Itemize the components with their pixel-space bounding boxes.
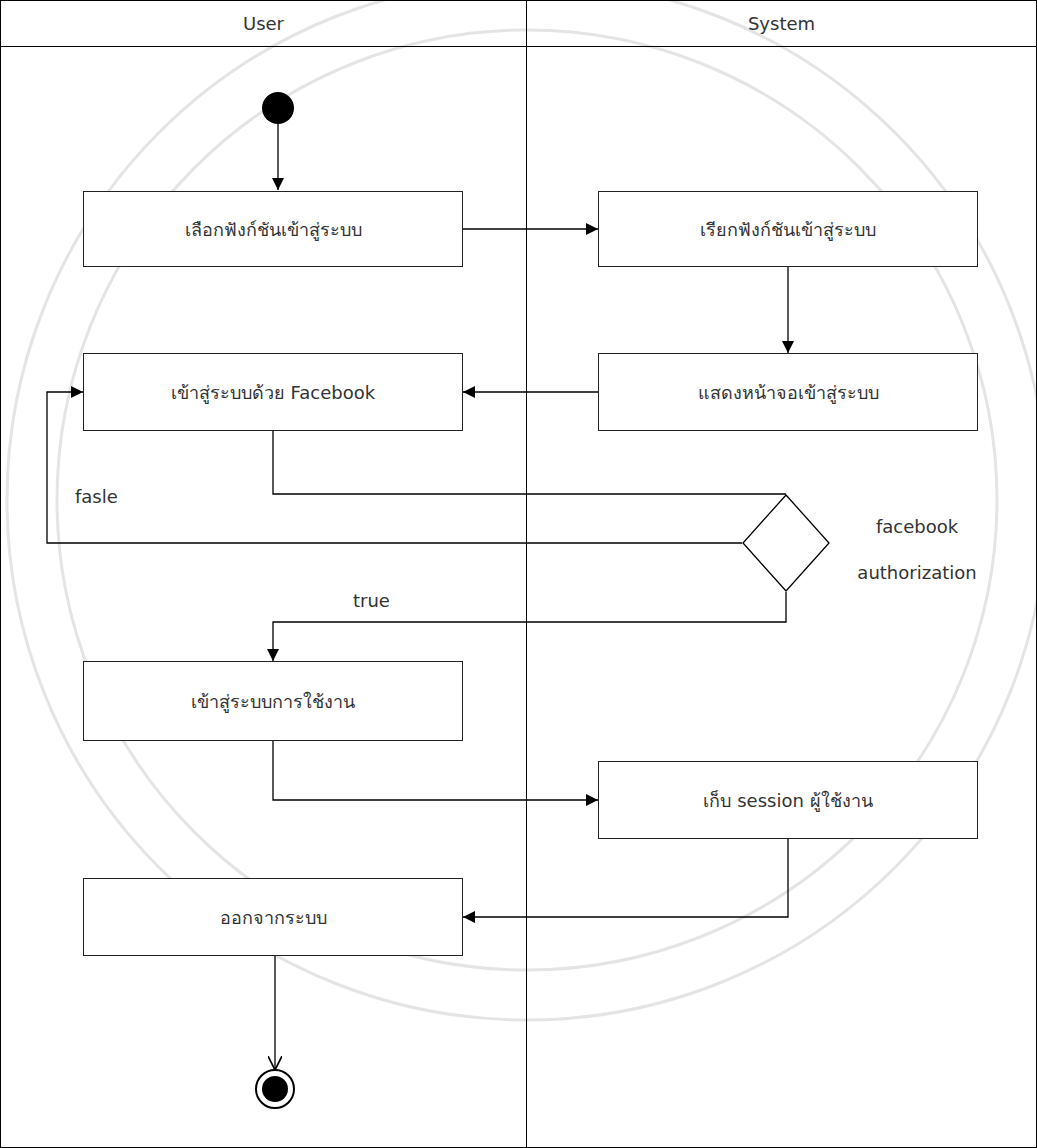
- control-flow: [463, 228, 598, 229]
- decision-label: facebook authorization: [842, 504, 992, 596]
- swimlane: System เรียกฟังก์ชันเข้าสู่ระบบแสดงหน้าจอ…: [526, 0, 1037, 1148]
- start-node: [262, 92, 294, 124]
- lane-header: System: [527, 1, 1036, 47]
- control-flow: [273, 741, 598, 800]
- lane-title: User: [243, 13, 284, 34]
- control-flow: [787, 267, 788, 353]
- activity-label: เข้าสู่ระบบการใช้งาน: [191, 687, 355, 716]
- control-flow: [273, 431, 786, 494]
- control-flow: [273, 592, 786, 661]
- activity-label: ออกจากระบบ: [220, 903, 327, 932]
- activity-label: เรียกฟังก์ชันเข้าสู่ระบบ: [700, 215, 876, 244]
- end-node-core: [262, 1076, 288, 1102]
- start-flow: [277, 124, 278, 190]
- activity-box: เข้าสู่ระบบด้วย Facebook: [83, 353, 463, 431]
- decision-diamond: facebook authorization: [742, 494, 830, 592]
- lane-title: System: [748, 13, 815, 34]
- activity-box: เลือกฟังก์ชันเข้าสู่ระบบ: [83, 191, 463, 267]
- activity-box: เรียกฟังก์ชันเข้าสู่ระบบ: [598, 191, 978, 267]
- watermark-seal: [7, 0, 1037, 1020]
- end-node: [256, 1070, 294, 1108]
- control-flow: [463, 839, 788, 917]
- lane-header: User: [1, 1, 526, 47]
- activity-label: เลือกฟังก์ชันเข้าสู่ระบบ: [185, 215, 362, 244]
- guard-label: fasle: [72, 486, 121, 507]
- activity-label: แสดงหน้าจอเข้าสู่ระบบ: [698, 378, 879, 407]
- swimlane: User เลือกฟังก์ชันเข้าสู่ระบบเข้าสู่ระบบด…: [0, 0, 527, 1148]
- activity-box: เก็บ session ผู้ใช้งาน: [598, 761, 978, 839]
- control-flow: [463, 391, 598, 392]
- guard-label: true: [350, 590, 393, 611]
- activity-box: ออกจากระบบ: [83, 878, 463, 956]
- activity-label: เข้าสู่ระบบด้วย Facebook: [171, 378, 375, 407]
- activity-box: เข้าสู่ระบบการใช้งาน: [83, 661, 463, 741]
- end-flow: [274, 955, 275, 1070]
- decision-shape: [742, 494, 830, 592]
- activity-label: เก็บ session ผู้ใช้งาน: [703, 786, 872, 815]
- activity-box: แสดงหน้าจอเข้าสู่ระบบ: [598, 353, 978, 431]
